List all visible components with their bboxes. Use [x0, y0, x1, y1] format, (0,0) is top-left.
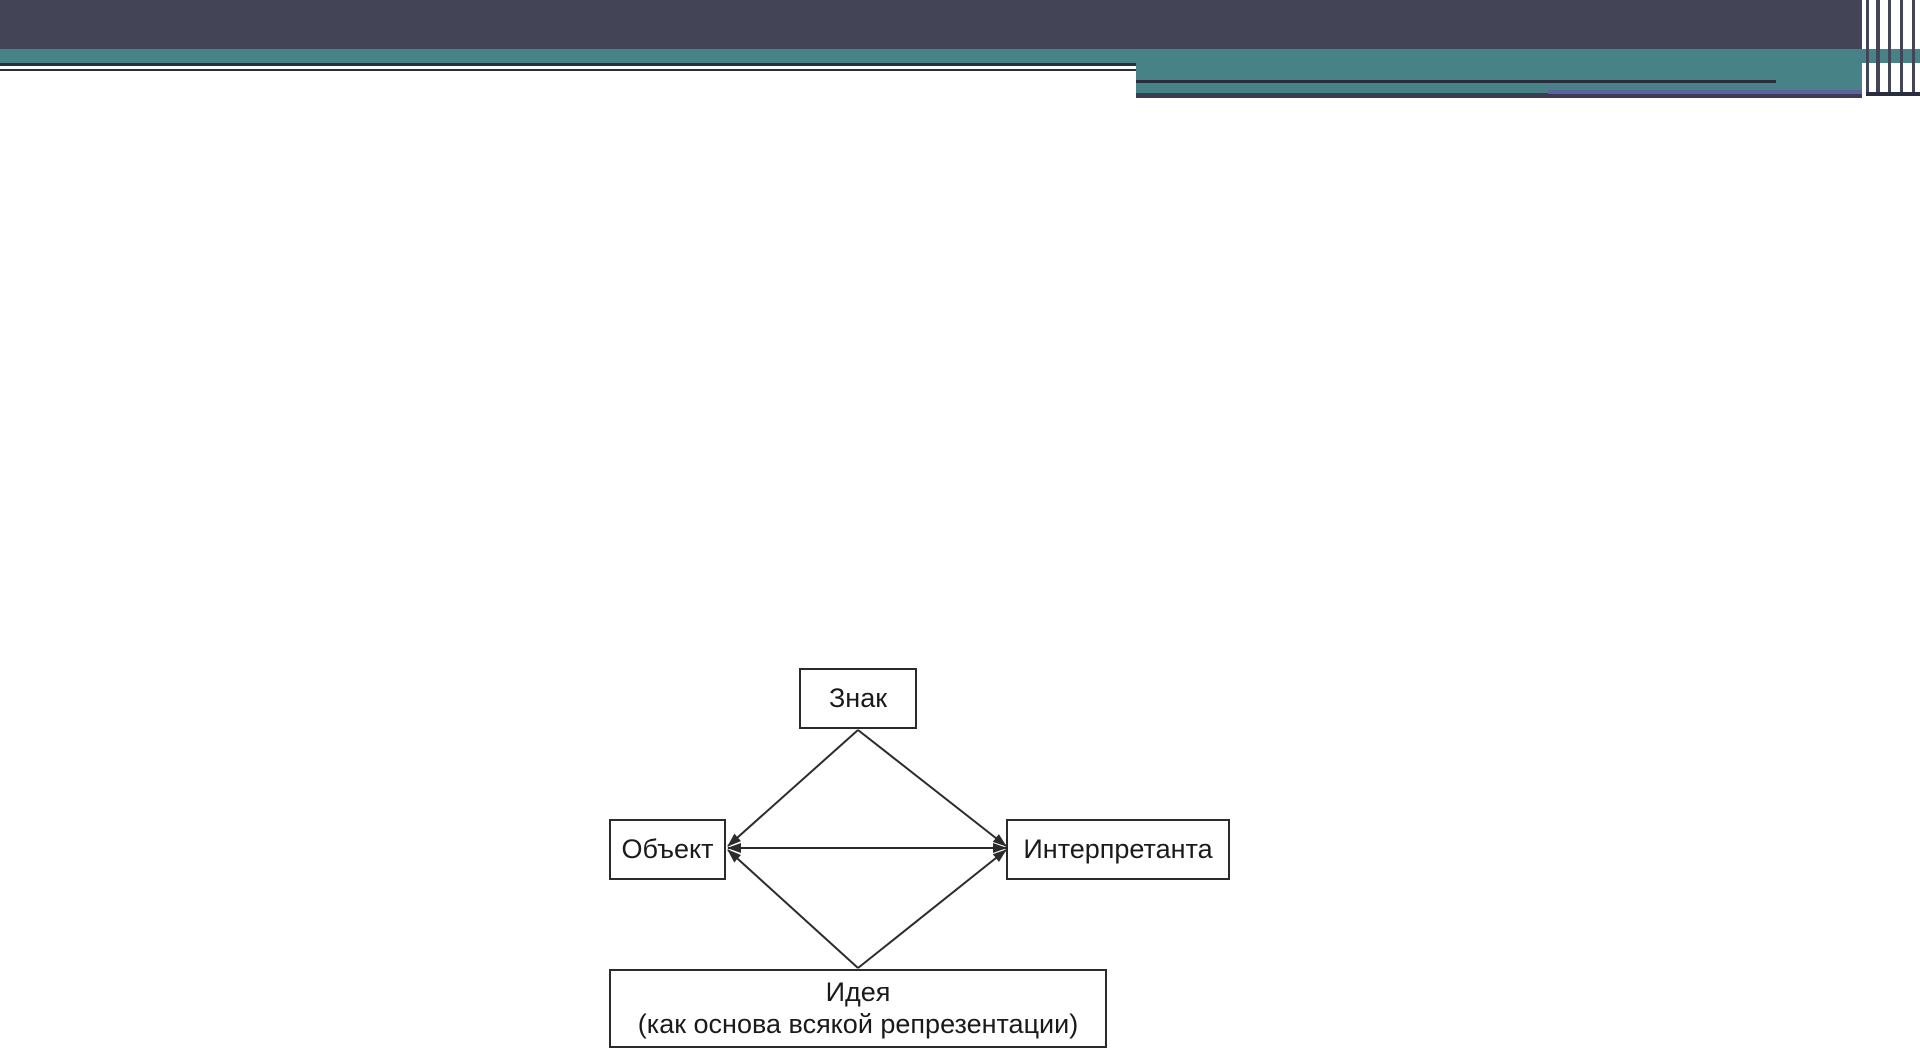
header-corner-line-1 [1866, 0, 1869, 96]
slide-header-decoration [0, 0, 1920, 98]
header-left-line-2 [0, 69, 1136, 71]
node-idea-title: Идея [825, 977, 891, 1008]
header-dark-band [0, 0, 1862, 49]
header-right-line-3 [1548, 90, 1862, 94]
node-object-label: Объект [621, 833, 714, 864]
header-corner-line-2 [1876, 0, 1880, 96]
header-corner-line-5 [1912, 0, 1915, 96]
header-right-line-2 [1136, 93, 1862, 98]
node-idea-subtitle: (как основа всякой репрезентации) [637, 1008, 1079, 1039]
header-corner-line-3 [1888, 0, 1891, 96]
edge-idea-object [727, 849, 859, 969]
edge-sign-object [727, 729, 859, 847]
node-sign-label: Знак [828, 682, 888, 713]
header-teal-right-block [1136, 49, 1862, 97]
edge-idea-interpretant [857, 849, 1007, 969]
edge-sign-interpretant [857, 729, 1007, 847]
node-interpretant: Интерпретанта [1006, 819, 1230, 880]
header-left-line [0, 63, 1136, 66]
node-sign: Знак [799, 668, 917, 729]
node-interpretant-label: Интерпретанта [1023, 833, 1213, 864]
header-right-line [1136, 80, 1776, 83]
node-idea: Идея (как основа всякой репрезентации) [609, 969, 1107, 1048]
header-corner-line-4 [1900, 0, 1903, 96]
header-corner-base [1866, 92, 1920, 96]
node-object: Объект [609, 819, 726, 880]
